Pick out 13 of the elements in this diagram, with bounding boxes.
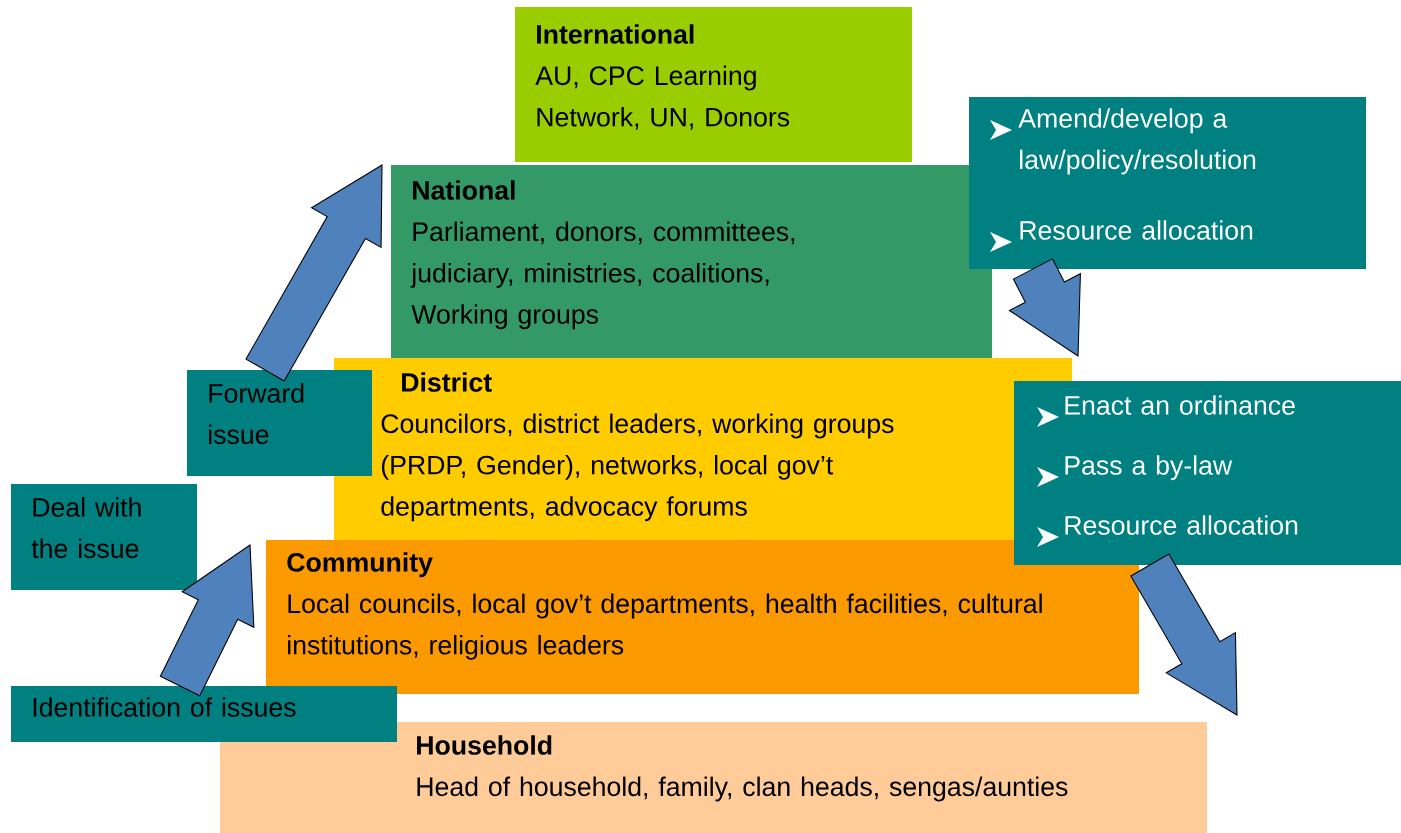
- block-arrow: [245, 164, 383, 382]
- block-arrow: [1130, 553, 1238, 716]
- step-box: Identification of issues: [11, 686, 397, 742]
- action-box: Enact an ordinance Pass a by-law Resource allocation: [1014, 381, 1401, 565]
- level-box: Community Local councils, local gov’t departments, health facilities, cultural institutions, religious leaders: [266, 540, 1139, 694]
- block-arrow: [1008, 258, 1081, 357]
- level-box: Household Head of household, family, clan heads, sengas/aunties: [220, 722, 1207, 833]
- step-box: Forward issue: [187, 370, 372, 476]
- action-box: Amend/develop a law/policy/resolution Resource allocation: [969, 97, 1366, 269]
- step-box: Deal with the issue: [11, 484, 197, 590]
- block-arrow: [159, 544, 255, 697]
- level-box: International AU, CPC Learning Network, UN, Donors: [515, 7, 912, 162]
- level-box: National Parliament, donors, committees, judiciary, ministries, coalitions, Working groups: [391, 165, 992, 363]
